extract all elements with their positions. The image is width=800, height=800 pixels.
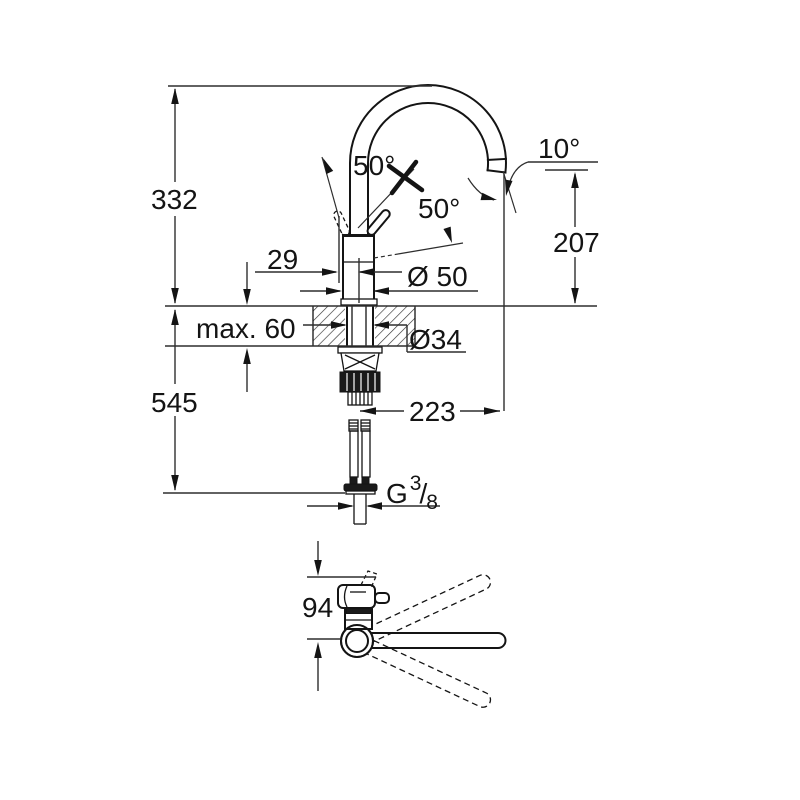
angle-10-label: 10° [538,133,580,164]
dim-29-label: 29 [267,244,298,275]
top-view: 94 [302,541,507,708]
handle-lever [366,209,391,236]
dim-545-label: 545 [151,387,198,418]
angle-10: 10° [467,133,580,214]
spout-outer-curve [349,83,507,239]
washer [337,346,383,354]
supply-hoses [348,419,371,485]
body-circle-inner [345,629,369,653]
handle-raised-dashed [360,570,378,589]
dim-d50-label: Ø 50 [407,261,468,292]
dim-max60-label: max. 60 [196,313,296,344]
spout-inner-curve [367,101,490,239]
countertop-section [312,306,416,346]
front-view: 332 545 29 Ø 50 [151,83,600,525]
connection-fitting [343,483,378,525]
dim-d34-label: Ø34 [409,324,462,355]
spout-end-face [486,169,507,174]
spout-swivel-down-dashed [367,639,492,708]
spout-top-view [365,632,507,649]
handle-lever-alt-dashed [333,210,350,237]
dim-94-label: 94 [302,592,333,623]
dim-diameter-50: Ø 50 [300,261,478,295]
dim-332-label: 332 [151,184,198,215]
angle-50-left: 50° [319,150,395,219]
dim-diameter-34: Ø34 [303,321,466,355]
handle-top-view [337,570,390,609]
dim-29: 29 [255,244,402,276]
dim-207-label: 207 [553,227,600,258]
mounting-nut [339,371,381,393]
dim-207: 207 [553,172,600,304]
handle-nub [374,592,390,604]
dim-thread-g38: G3/8 [307,472,440,514]
dim-545: 545 [151,309,198,491]
thread-label: G3/8 [386,472,438,514]
aerator-ring [486,157,507,161]
dim-max-60: max. 60 [196,262,296,392]
spout-swivel-up-dashed [367,574,492,643]
angle-50-right-label: 50° [418,193,460,224]
dim-223-label: 223 [409,396,456,427]
dim-223: 223 [360,396,500,427]
dim-94: 94 [302,541,376,691]
dim-332: 332 [151,88,198,304]
angle-50-right: 50° [357,159,464,259]
threaded-stub [347,391,373,406]
